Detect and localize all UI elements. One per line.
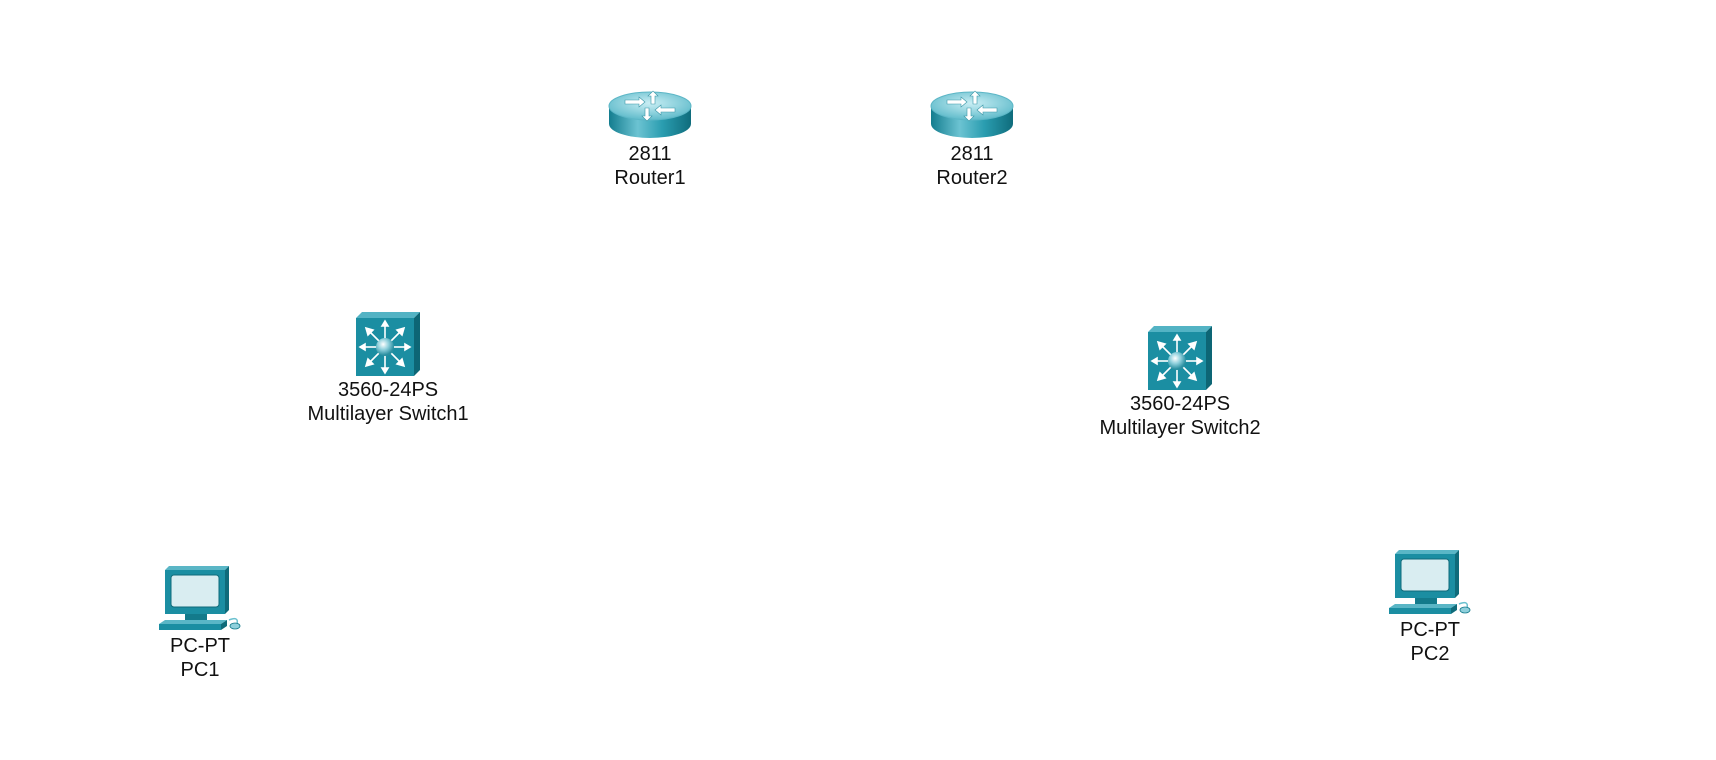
pc1-device[interactable]: PC-PT PC1 xyxy=(155,564,245,682)
pc2-name-label[interactable]: PC2 xyxy=(1410,643,1450,665)
router2-model-label: 2811 xyxy=(950,143,994,165)
pc2-device[interactable]: PC-PT PC2 xyxy=(1385,548,1475,666)
router-icon xyxy=(930,90,1014,138)
pc2-model-label: PC-PT xyxy=(1400,619,1460,641)
router2-name-label[interactable]: Router2 xyxy=(936,167,1008,189)
pc1-model-label: PC-PT xyxy=(170,635,230,657)
router-icon xyxy=(608,90,692,138)
router1-name-label[interactable]: Router1 xyxy=(614,167,686,189)
router1-model-label: 2811 xyxy=(628,143,672,165)
multilayer-switch2-model-label: 3560-24PS xyxy=(1130,393,1231,415)
multilayer-switch1-name-label[interactable]: Multilayer Switch1 xyxy=(307,403,469,425)
multilayer-switch2-device[interactable]: 3560-24PS Multilayer Switch2 xyxy=(1100,324,1261,440)
multilayer-switch-icon xyxy=(1148,326,1213,390)
multilayer-switch-icon xyxy=(356,312,421,376)
pc1-name-label[interactable]: PC1 xyxy=(180,659,220,681)
multilayer-switch1-device[interactable]: 3560-24PS Multilayer Switch1 xyxy=(308,310,469,426)
multilayer-switch1-model-label: 3560-24PS xyxy=(338,379,439,401)
router1-device[interactable]: 2811 Router1 xyxy=(607,88,693,190)
multilayer-switch2-name-label[interactable]: Multilayer Switch2 xyxy=(1099,417,1261,439)
pc-icon xyxy=(159,566,241,630)
router2-device[interactable]: 2811 Router2 xyxy=(929,88,1015,190)
pc-icon xyxy=(1389,550,1471,614)
